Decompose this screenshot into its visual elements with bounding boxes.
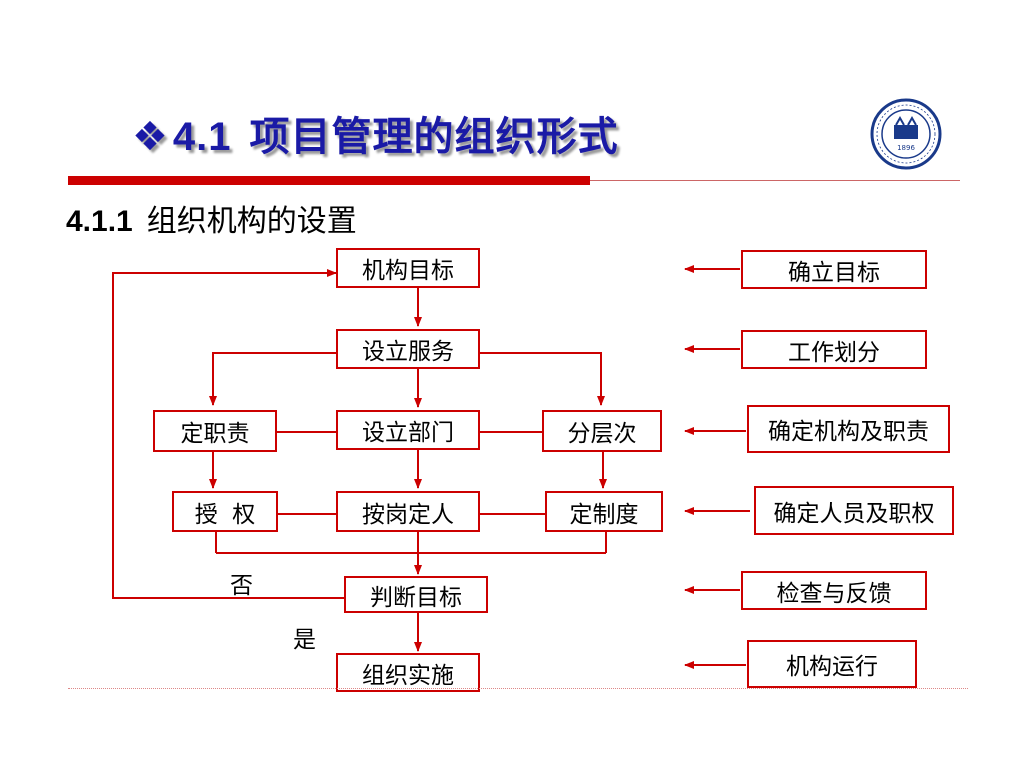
arrow-feedback-no [112, 269, 344, 599]
box-implement: 组织实施 [336, 653, 480, 692]
box-set-rules: 定制度 [545, 491, 663, 532]
subsection-title: 组织机构的设置 [146, 204, 357, 239]
step-set-goal: 确立目标 [741, 250, 927, 289]
step-divide-work: 工作划分 [741, 330, 927, 369]
diamond-cluster-icon: ❖ [132, 114, 169, 160]
step-check-feedback: 检查与反馈 [741, 571, 927, 610]
box-set-levels: 分层次 [542, 410, 662, 452]
box-set-department: 设立部门 [336, 410, 480, 450]
section-title: 项目管理的组织形式 [249, 114, 619, 160]
box-authorize: 授 权 [172, 491, 278, 532]
footer-divider [68, 688, 968, 689]
title-divider-line [590, 180, 960, 181]
logo-year: 1896 [897, 144, 915, 152]
box-set-service: 设立服务 [336, 329, 480, 369]
title-underline-bar [68, 176, 590, 185]
subsection-number: 4.1.1 [66, 205, 133, 238]
box-define-duties: 定职责 [153, 410, 277, 452]
step-org-operation: 机构运行 [747, 640, 917, 688]
step-define-staff-authority: 确定人员及职权 [754, 486, 954, 535]
box-judge-goal: 判断目标 [344, 576, 488, 613]
arrow-service-to-duty [209, 352, 338, 406]
label-yes: 是 [293, 627, 316, 653]
university-seal-icon: 1896 [870, 98, 942, 170]
subsection-heading: 4.1.1 组织机构的设置 [66, 196, 357, 240]
label-no: 否 [230, 573, 253, 599]
box-staff-by-post: 按岗定人 [336, 491, 480, 532]
page-title: ❖4.1 项目管理的组织形式 [132, 104, 618, 162]
step-define-org-duties: 确定机构及职责 [747, 405, 950, 453]
section-number: 4.1 [172, 115, 232, 159]
box-organization-goal: 机构目标 [336, 248, 480, 288]
arrow-service-to-level [479, 352, 605, 406]
